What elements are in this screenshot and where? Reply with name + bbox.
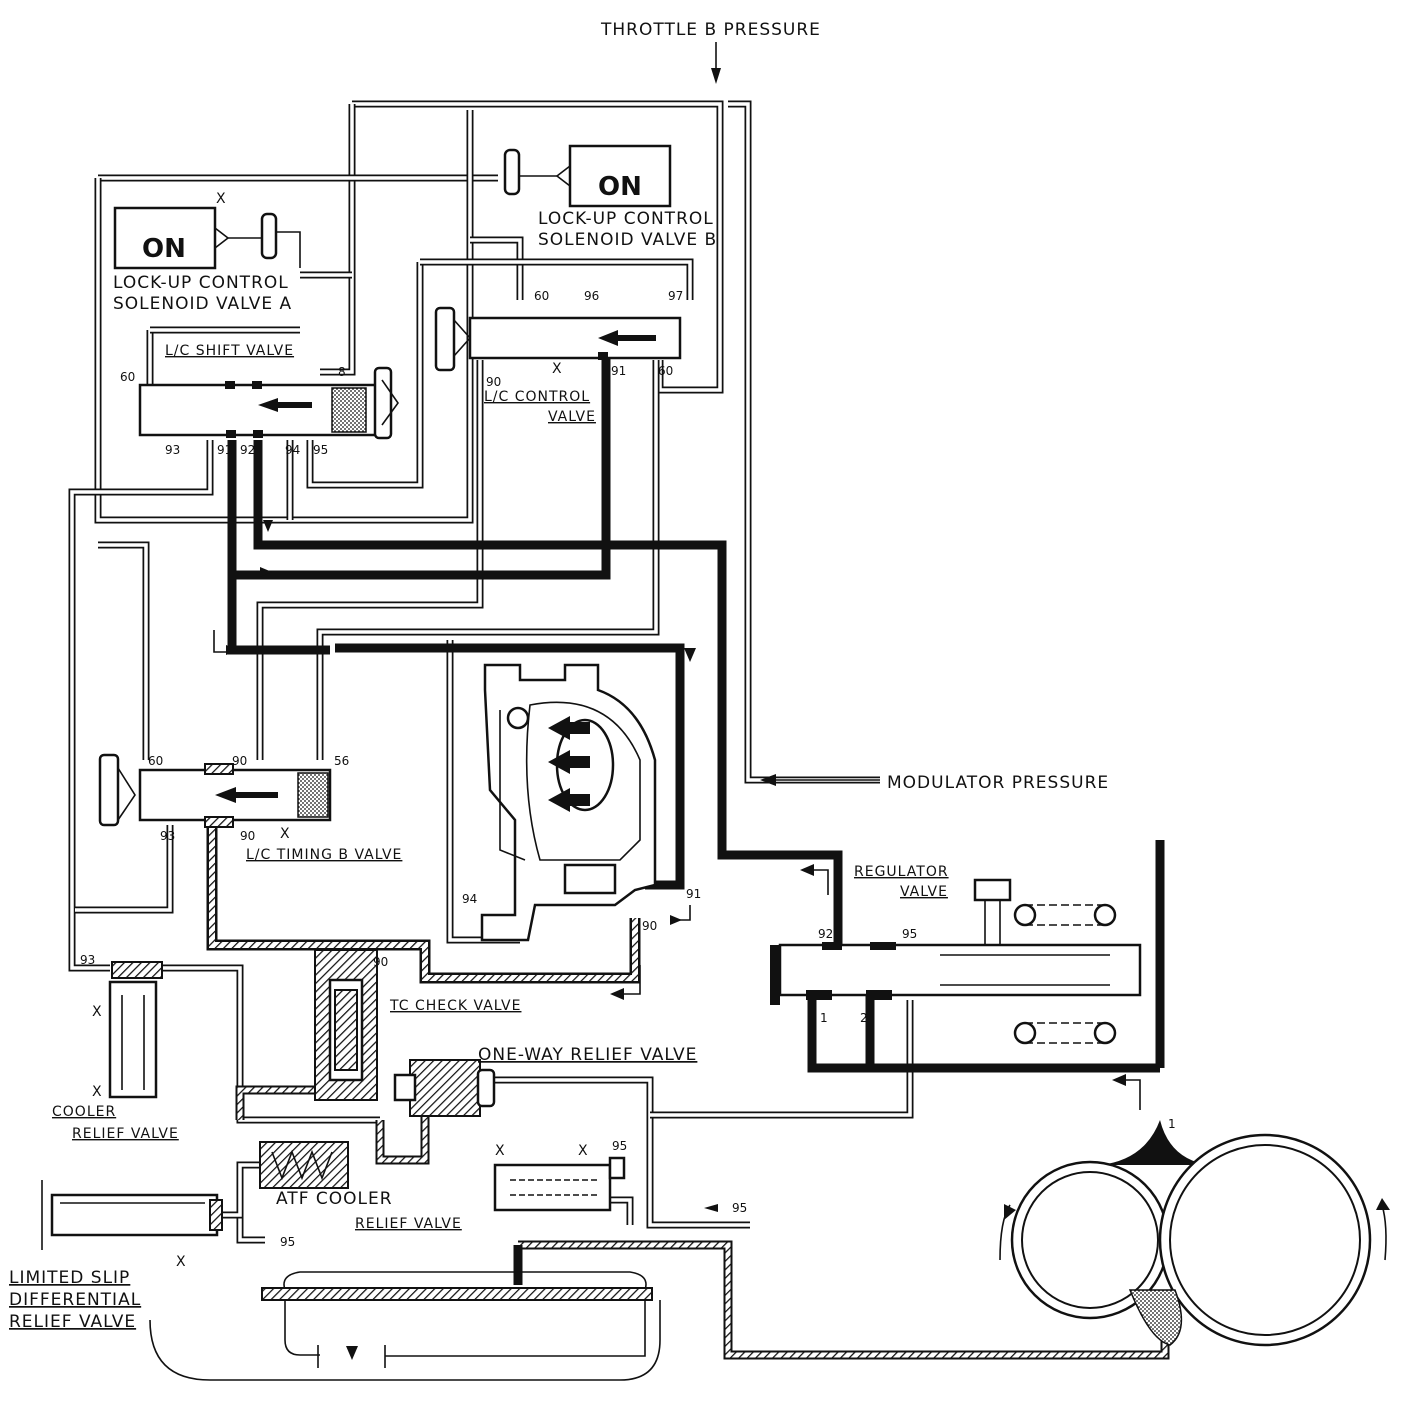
torque-converter: 94 91 90	[462, 663, 701, 942]
one-way-relief-valve-label: ONE-WAY RELIEF VALVE	[478, 1045, 697, 1065]
svg-text:X: X	[92, 1004, 103, 1020]
solenoid-b-state: ON	[598, 172, 642, 202]
throttle-b-pressure-label: THROTTLE B PRESSURE	[600, 20, 821, 40]
lc-timing-b-valve-label: L/C TIMING B VALVE	[246, 847, 402, 863]
svg-text:90: 90	[486, 375, 501, 389]
one-way-relief-valve: ONE-WAY RELIEF VALVE	[393, 1045, 697, 1117]
svg-text:94: 94	[462, 892, 477, 906]
solenoid-b-plunger	[503, 148, 521, 196]
oil-pump: 1	[999, 1068, 1390, 1347]
svg-text:90: 90	[373, 955, 388, 969]
one-way-relief-valve-body	[409, 1059, 481, 1117]
svg-text:1: 1	[1168, 1117, 1176, 1131]
lube-shaft	[261, 1271, 653, 1368]
svg-text:91: 91	[686, 887, 701, 901]
marker-x: X	[216, 191, 227, 207]
cooler-relief-valve-label-2: RELIEF VALVE	[72, 1126, 179, 1142]
regulator-valve: 92 95 1 2 REGULATOR VALVE	[770, 864, 1142, 1045]
lsd-relief-valve: X LIMITED SLIP DIFFERENTIAL RELIEF VALVE	[9, 1180, 661, 1381]
svg-text:92: 92	[240, 443, 255, 457]
svg-text:60: 60	[148, 754, 163, 768]
solenoid-a-state: ON	[142, 234, 186, 264]
cooler-relief-valve: 93 X X COOLER RELIEF VALVE	[52, 953, 179, 1142]
atf-cooler-label: ATF COOLER	[276, 1189, 393, 1209]
solenoid-a-label-1: LOCK-UP CONTROL	[113, 273, 289, 293]
relief-valve-body	[493, 1163, 612, 1212]
lc-shift-valve-label: L/C SHIFT VALVE	[165, 343, 294, 359]
regulator-valve-body	[778, 943, 1142, 997]
lc-control-valve-label-1: L/C CONTROL	[484, 389, 590, 405]
svg-text:91: 91	[217, 443, 232, 457]
lsd-relief-valve-body	[50, 1193, 219, 1237]
solenoid-b-label-2: SOLENOID VALVE B	[538, 230, 717, 250]
pressure-callouts: THROTTLE B PRESSURE MODULATOR PRESSURE	[213, 20, 1141, 1110]
svg-text:91: 91	[611, 364, 626, 378]
svg-text:97: 97	[668, 289, 683, 303]
svg-text:X: X	[280, 826, 291, 842]
solenoid-a-plunger	[260, 212, 278, 260]
solenoid-valve-b: ON LOCK-UP CONTROL SOLENOID VALVE B	[503, 144, 717, 250]
tc-check-valve-label: TC CHECK VALVE	[389, 998, 521, 1014]
relief-valve: X X 95 RELIEF VALVE 95	[355, 1139, 747, 1232]
svg-text:95: 95	[280, 1235, 295, 1249]
svg-text:93: 93	[165, 443, 180, 457]
svg-text:93: 93	[160, 829, 175, 843]
svg-text:95: 95	[902, 927, 917, 941]
lsd-relief-valve-label-2: DIFFERENTIAL	[9, 1290, 141, 1310]
tc-check-valve: 90 TC CHECK VALVE	[314, 949, 521, 1101]
svg-text:X: X	[176, 1254, 187, 1270]
regulator-valve-label-2: VALVE	[900, 884, 948, 900]
svg-text:X: X	[495, 1143, 506, 1159]
lc-control-valve: 60 96 97 90 91 60 X L/C CONTROL VALVE	[434, 289, 683, 425]
svg-text:2: 2	[860, 1011, 868, 1025]
cooler-relief-valve-label-1: COOLER	[52, 1104, 116, 1120]
svg-text:96: 96	[584, 289, 599, 303]
svg-text:90: 90	[240, 829, 255, 843]
lc-timing-b-valve: 60 90 56 93 90 X L/C TIMING B VALVE	[98, 753, 402, 863]
lc-shift-valve: L/C SHIFT VALVE 60 8 93 91 92 94 95	[120, 343, 399, 457]
svg-text:95: 95	[612, 1139, 627, 1153]
svg-text:94: 94	[285, 443, 300, 457]
flow-arrow	[598, 330, 656, 346]
flow-arrow	[548, 750, 590, 774]
svg-text:95: 95	[313, 443, 328, 457]
svg-text:56: 56	[334, 754, 349, 768]
svg-text:X: X	[552, 361, 563, 377]
solenoid-a-label-2: SOLENOID VALVE A	[113, 294, 292, 314]
svg-text:95: 95	[732, 1201, 747, 1215]
svg-text:1: 1	[820, 1011, 828, 1025]
svg-text:60: 60	[534, 289, 549, 303]
low-pressure-lines	[68, 100, 914, 1244]
svg-text:90: 90	[642, 919, 657, 933]
solenoid-valve-a: ON LOCK-UP CONTROL SOLENOID VALVE A X	[113, 191, 301, 314]
lc-control-valve-label-2: VALVE	[548, 409, 596, 425]
flow-arrow	[215, 787, 278, 803]
svg-text:8: 8	[338, 365, 346, 379]
flow-arrow	[548, 788, 590, 812]
atf-cooler-body	[259, 1141, 349, 1189]
cooler-relief-valve-body	[108, 980, 158, 1099]
solenoid-a-body	[113, 206, 217, 270]
svg-text:90: 90	[232, 754, 247, 768]
lsd-relief-valve-label-3: RELIEF VALVE	[9, 1312, 136, 1332]
svg-text:X: X	[92, 1084, 103, 1100]
lsd-relief-valve-label-1: LIMITED SLIP	[9, 1268, 130, 1288]
solenoid-b-body	[568, 144, 672, 208]
flow-arrow	[258, 398, 312, 412]
flow-arrow	[548, 716, 590, 740]
svg-text:92: 92	[818, 927, 833, 941]
svg-text:60: 60	[120, 370, 135, 384]
regulator-valve-label-1: REGULATOR	[854, 864, 949, 880]
svg-text:93: 93	[80, 953, 95, 967]
svg-text:60: 60	[658, 364, 673, 378]
modulator-pressure-label: MODULATOR PRESSURE	[887, 773, 1109, 793]
relief-valve-label: RELIEF VALVE	[355, 1216, 462, 1232]
svg-text:X: X	[578, 1143, 589, 1159]
atf-cooler: ATF COOLER 95	[259, 1141, 393, 1249]
solenoid-b-label-1: LOCK-UP CONTROL	[538, 209, 714, 229]
